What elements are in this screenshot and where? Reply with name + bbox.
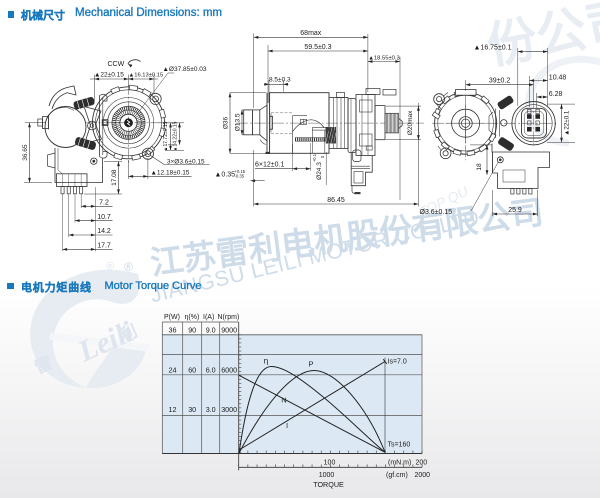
svg-text:59.5±0.3: 59.5±0.3: [304, 44, 331, 51]
svg-text:N: N: [281, 396, 286, 405]
svg-text:Is=7.0: Is=7.0: [388, 359, 407, 366]
svg-text:0: 0: [320, 155, 325, 158]
svg-text:3.0: 3.0: [206, 405, 216, 414]
svg-text:I: I: [286, 421, 288, 430]
svg-text:▲12.18±0.15: ▲12.18±0.15: [151, 170, 190, 177]
svg-text:17.7: 17.7: [97, 243, 111, 250]
svg-text:N(rpm): N(rpm): [218, 314, 240, 321]
svg-text:100: 100: [324, 459, 336, 466]
svg-text:86.45: 86.45: [327, 197, 345, 204]
svg-text:17.08: 17.08: [111, 169, 118, 186]
svg-text:Ø20max: Ø20max: [407, 110, 414, 135]
svg-text:18: 18: [476, 163, 483, 171]
svg-text:(mN.m): (mN.m): [388, 459, 411, 466]
svg-text:8.5±0.3: 8.5±0.3: [269, 77, 291, 84]
svg-text:P: P: [308, 360, 313, 369]
svg-text:2000: 2000: [415, 472, 431, 479]
svg-text:10.7: 10.7: [97, 214, 111, 221]
svg-text:Ø13.5: Ø13.5: [235, 113, 242, 131]
svg-text:12: 12: [169, 405, 177, 414]
svg-text:TORQUE: TORQUE: [313, 480, 344, 489]
svg-text:36.65: 36.65: [22, 144, 29, 161]
svg-text:60: 60: [188, 366, 196, 375]
svg-text:39±0.2: 39±0.2: [489, 78, 510, 85]
svg-text:▲22±0.15: ▲22±0.15: [94, 72, 124, 79]
svg-text:6×12±0.1: 6×12±0.1: [255, 161, 284, 168]
svg-text:▲16.13±0.15: ▲16.13±0.15: [129, 73, 164, 79]
svg-text:1000: 1000: [319, 472, 335, 479]
svg-text:6000: 6000: [221, 366, 237, 375]
svg-text:36: 36: [169, 325, 177, 334]
svg-text:▲0.35: ▲0.35: [215, 172, 236, 179]
svg-text:η: η: [264, 357, 268, 366]
svg-text:25.9: 25.9: [508, 207, 522, 214]
svg-text:(gf.cm): (gf.cm): [386, 472, 408, 479]
svg-text:6.0: 6.0: [206, 366, 216, 375]
svg-text:▲14.22±0.15: ▲14.22±0.15: [172, 121, 178, 151]
svg-text:7.2: 7.2: [99, 200, 109, 207]
svg-text:▲Ø37.85±0.03: ▲Ø37.85±0.03: [163, 66, 207, 73]
svg-text:24: 24: [169, 366, 177, 375]
svg-text:Ø24.3: Ø24.3: [316, 162, 323, 180]
svg-text:+0.1: +0.1: [312, 153, 317, 162]
svg-text:30: 30: [188, 405, 196, 414]
svg-text:6.28: 6.28: [549, 91, 563, 98]
svg-text:Ø3.6±0.15: Ø3.6±0.15: [420, 209, 453, 216]
svg-text:14.2: 14.2: [97, 228, 111, 235]
svg-text:9000: 9000: [221, 325, 237, 334]
svg-text:9.0: 9.0: [206, 325, 216, 334]
svg-text:▲18.55±0.3: ▲18.55±0.3: [368, 55, 399, 61]
svg-text:3000: 3000: [221, 405, 237, 414]
svg-text:200: 200: [416, 459, 428, 466]
svg-text:CCW: CCW: [108, 61, 125, 68]
svg-text:▲17.72±0.15: ▲17.72±0.15: [163, 121, 169, 151]
svg-text:P(W): P(W): [164, 314, 180, 321]
svg-text:η(%): η(%): [185, 314, 200, 321]
svg-text:-0.35: -0.35: [235, 174, 245, 179]
svg-text:10.48: 10.48: [549, 74, 567, 81]
svg-text:68max: 68max: [300, 30, 322, 37]
svg-text:3×Ø3.6±0.15: 3×Ø3.6±0.15: [167, 158, 205, 165]
svg-text:+0.15: +0.15: [235, 169, 246, 174]
svg-text:90: 90: [188, 325, 196, 334]
svg-text:▲22±0.1: ▲22±0.1: [564, 110, 571, 136]
svg-text:I(A): I(A): [203, 314, 214, 321]
svg-text:Ø36: Ø36: [223, 116, 230, 129]
svg-text:▲16.75±0.1: ▲16.75±0.1: [474, 45, 512, 52]
svg-text:Ts=160: Ts=160: [388, 442, 411, 449]
